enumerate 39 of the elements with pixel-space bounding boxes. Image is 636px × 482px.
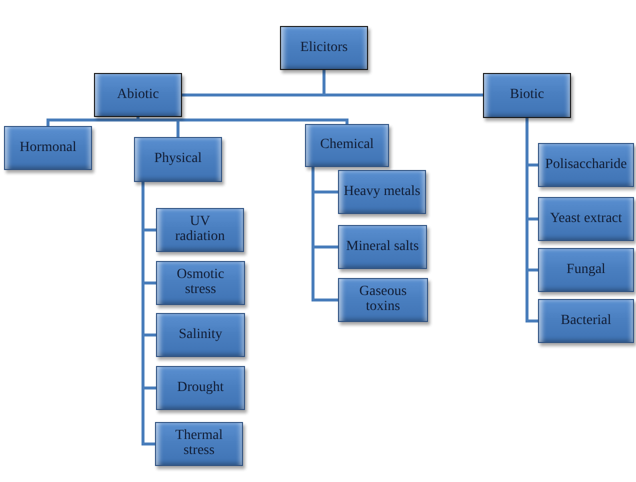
category-box <box>483 73 571 118</box>
box-label: Gaseous toxins <box>358 285 408 315</box>
connector-line <box>46 117 140 126</box>
box-label: Drought <box>177 380 224 396</box>
category-box <box>280 26 368 70</box>
category-box <box>538 299 634 343</box>
category-box <box>156 313 245 357</box>
category-box <box>538 248 634 292</box>
category-box <box>94 73 182 117</box>
category-box <box>156 208 244 252</box>
category-box <box>338 225 427 269</box>
connector-line <box>136 117 348 124</box>
category-box <box>538 197 634 241</box>
box-label: Thermal stress <box>174 429 224 459</box>
category-box <box>156 261 245 305</box>
box-label: Polisaccharide <box>545 158 627 172</box>
box-label: Salinity <box>178 328 222 342</box>
category-box <box>338 170 426 214</box>
category-box <box>4 126 92 170</box>
category-box <box>155 422 243 466</box>
box-label: Heavy metals <box>344 184 420 200</box>
connector-line <box>142 182 155 446</box>
box-label: UV radiation <box>174 215 226 245</box>
box-label: Mineral salts <box>346 240 419 254</box>
box-label: Elicitors <box>300 40 348 56</box>
box-label: Osmotic stress <box>176 268 226 298</box>
box-label: Fungal <box>566 262 606 278</box>
box-label: Biotic <box>510 88 544 103</box>
box-label: Abiotic <box>117 88 159 102</box>
box-label: Chemical <box>320 138 374 153</box>
box-label: Hormonal <box>20 140 76 156</box>
category-box <box>134 137 222 182</box>
box-label: Bacterial <box>560 314 612 328</box>
category-box <box>305 124 389 167</box>
category-box <box>538 143 634 187</box>
category-box <box>338 278 428 322</box>
box-label: Yeast extract <box>550 212 622 226</box>
category-box <box>156 366 245 410</box>
box-label: Physical <box>154 152 202 167</box>
